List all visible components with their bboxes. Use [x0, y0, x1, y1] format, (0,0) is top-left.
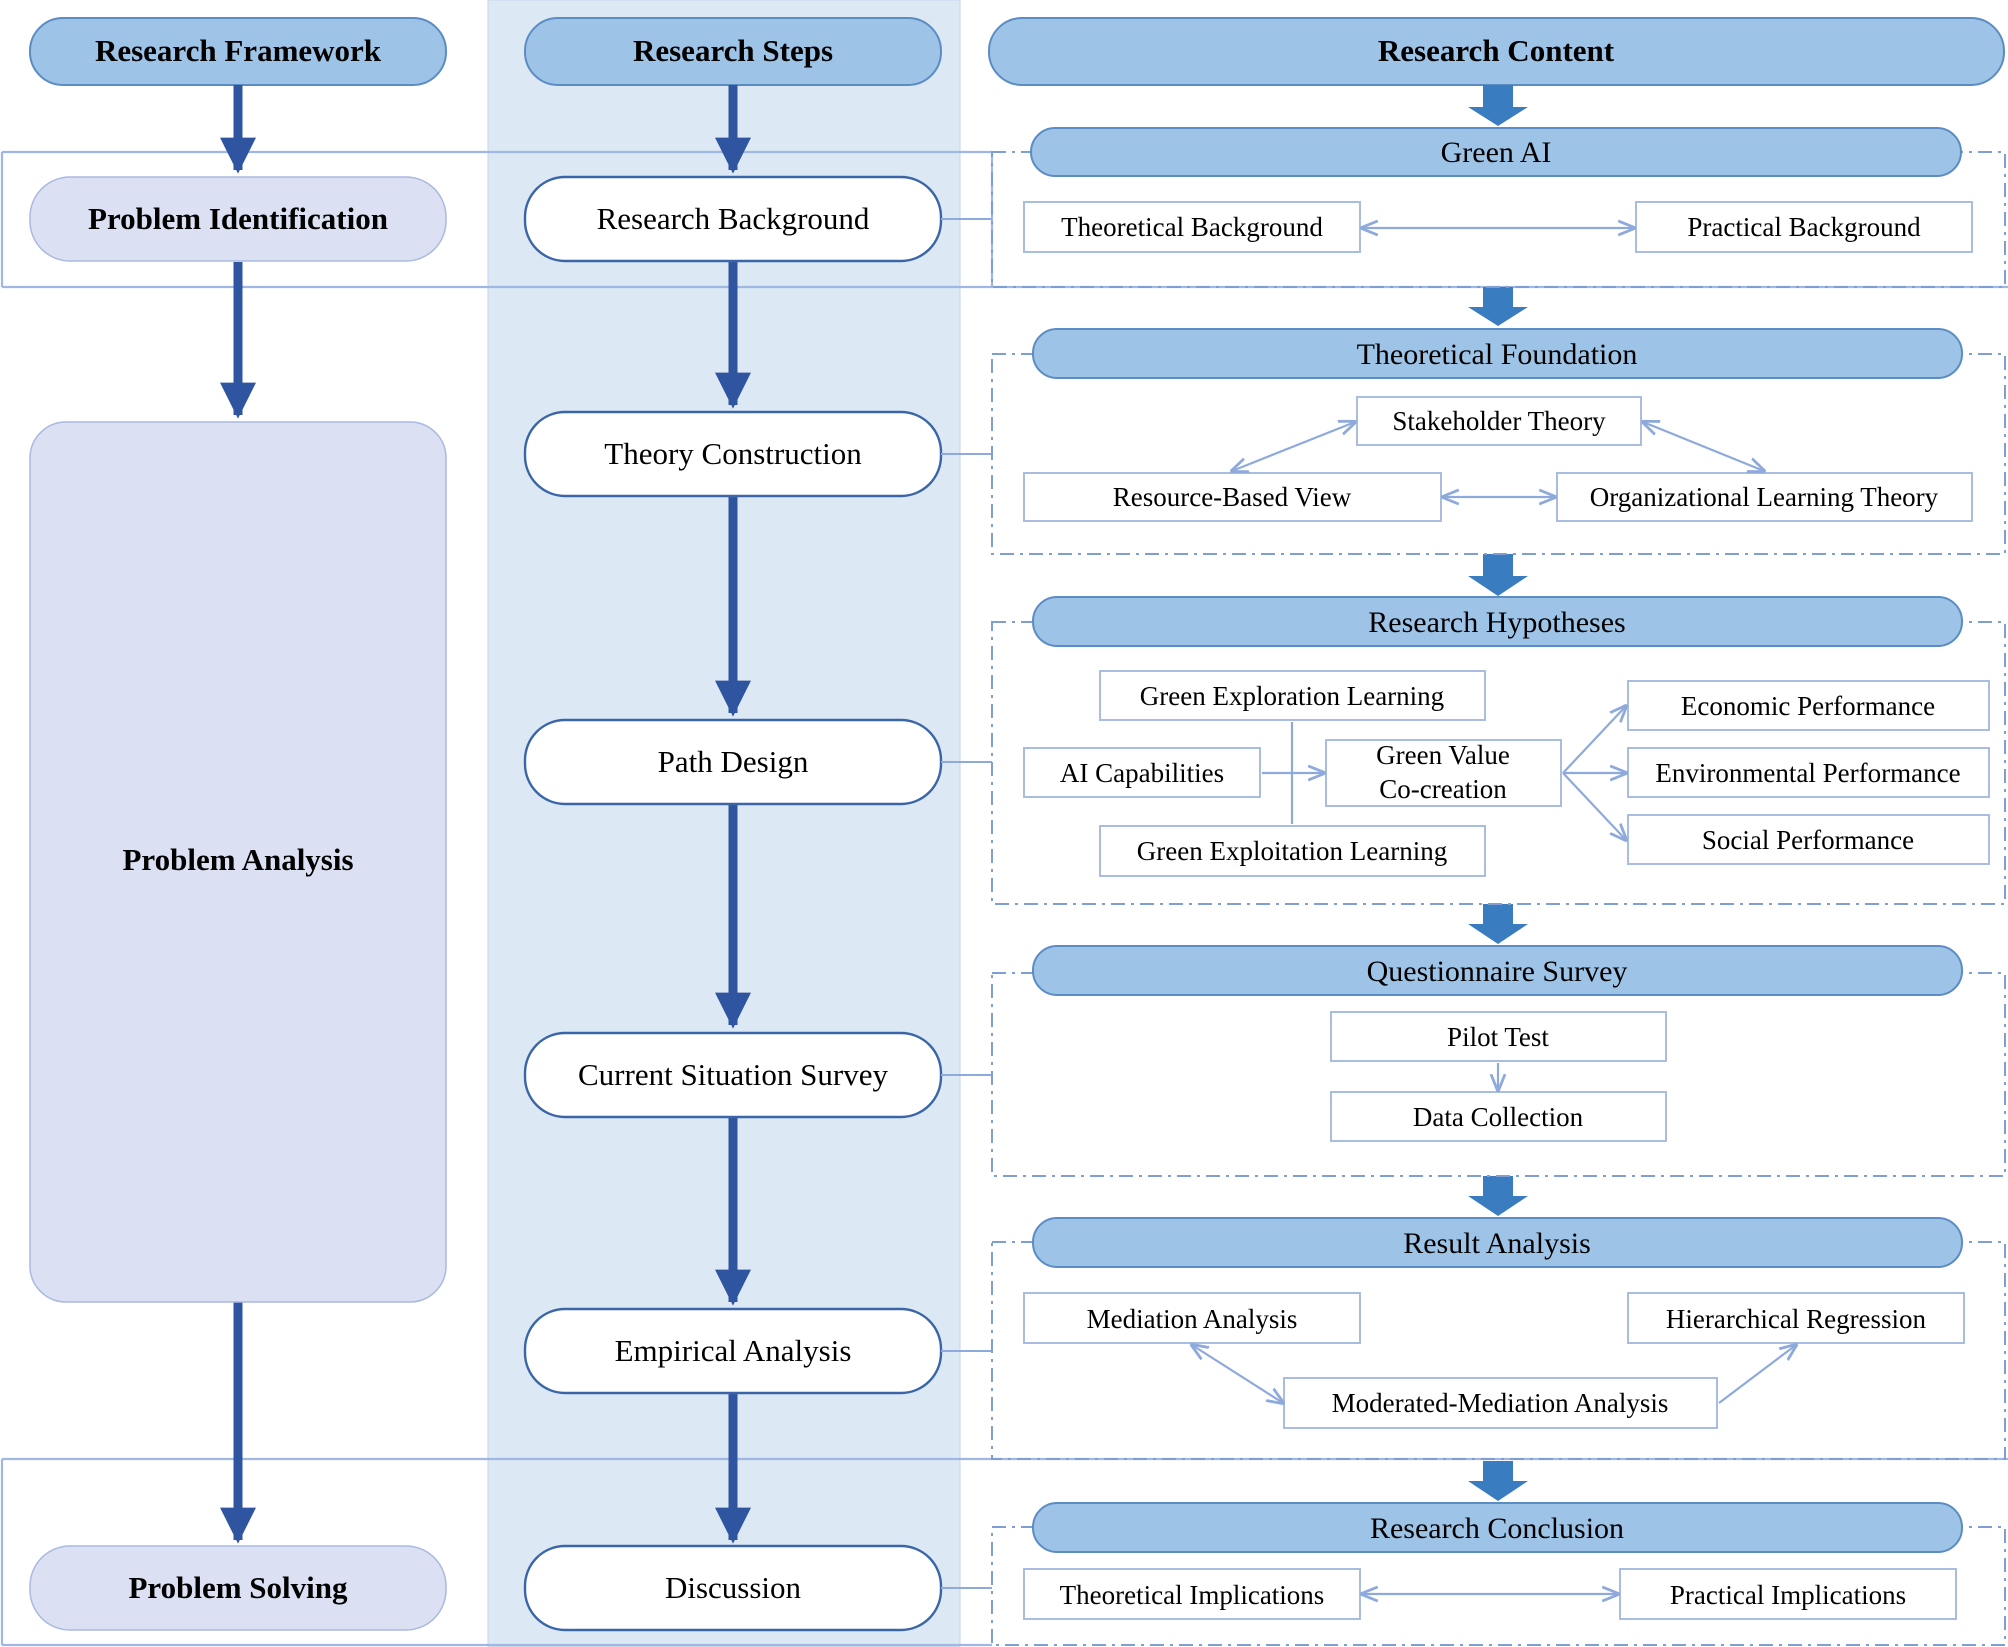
arrow-gvc-to-social	[1562, 772, 1626, 840]
problem-analysis-label: Problem Analysis	[122, 842, 353, 877]
box-label: Practical Implications	[1670, 1580, 1906, 1610]
header-research-content: Research Content	[988, 17, 2005, 86]
step-current-situation-survey: Current Situation Survey	[523, 1031, 943, 1119]
step-label: Discussion	[665, 1570, 802, 1605]
block-arrow-down-icon	[1468, 85, 1528, 126]
section-title-pill	[1032, 1502, 1963, 1553]
section-title-pill	[1032, 328, 1963, 379]
box-label: Co-creation	[1379, 774, 1507, 804]
double-arrow	[1643, 422, 1764, 471]
step-theory-construction: Theory Construction	[523, 410, 943, 498]
box-label: Organizational Learning Theory	[1590, 482, 1939, 512]
box-mediation-analysis	[1023, 1292, 1361, 1344]
step-label: Research Background	[597, 201, 870, 236]
box-theoretical-background	[1023, 201, 1361, 253]
box-label: Pilot Test	[1447, 1022, 1549, 1052]
section-research-conclusion: Research Conclusion Theoretical Implicat…	[991, 1502, 2006, 1646]
box-green-exploitation-learning	[1099, 825, 1486, 877]
section-green-ai: Green AI Theoretical Background Practica…	[991, 127, 2006, 288]
box-label: AI Capabilities	[1060, 758, 1224, 788]
block-arrow-down-icon	[1468, 287, 1528, 326]
box-label: Mediation Analysis	[1087, 1304, 1298, 1334]
section-title-pill	[1030, 127, 1962, 177]
box-label: Moderated-Mediation Analysis	[1332, 1388, 1669, 1418]
box-label: Theoretical Background	[1061, 212, 1323, 242]
step-discussion: Discussion	[523, 1544, 943, 1632]
arrow-gvc-to-economic	[1562, 706, 1626, 774]
framework-problem-analysis: Problem Analysis	[29, 421, 447, 1303]
box-label: Data Collection	[1413, 1102, 1584, 1132]
framework-problem-identification: Problem Identification	[29, 176, 447, 262]
step-label: Empirical Analysis	[615, 1333, 852, 1368]
double-arrow	[1232, 422, 1355, 471]
box-green-value-co-creation	[1325, 739, 1562, 807]
box-label: Economic Performance	[1681, 691, 1935, 721]
step-label: Path Design	[658, 744, 809, 779]
box-label: Environmental Performance	[1655, 758, 1960, 788]
box-data-collection	[1330, 1091, 1667, 1142]
section-title-pill	[1032, 1217, 1963, 1268]
box-label: Resource-Based View	[1113, 482, 1352, 512]
header-framework-label: Research Framework	[95, 33, 382, 68]
section-title: Theoretical Foundation	[1357, 338, 1638, 371]
step-label: Theory Construction	[604, 436, 862, 471]
header-content-label: Research Content	[1378, 33, 1615, 68]
box-label: Green Value	[1376, 740, 1510, 770]
box-moderated-mediation-analysis	[1283, 1377, 1718, 1429]
block-arrow-down-icon	[1468, 1461, 1528, 1501]
box-label: Hierarchical Regression	[1666, 1304, 1927, 1334]
header-research-framework: Research Framework	[29, 17, 447, 86]
step-label: Current Situation Survey	[578, 1057, 888, 1092]
box-social-performance	[1627, 814, 1990, 865]
section-questionnaire-survey: Questionnaire Survey Pilot Test Data Col…	[991, 945, 2006, 1177]
box-environmental-performance	[1627, 747, 1990, 798]
block-arrow-down-icon	[1468, 904, 1528, 944]
box-label: Stakeholder Theory	[1392, 406, 1606, 436]
framework-problem-solving: Problem Solving	[29, 1545, 447, 1631]
box-ai-capabilities	[1023, 747, 1261, 798]
section-frame	[991, 353, 2006, 555]
box-practical-background	[1635, 201, 1973, 253]
box-label: Green Exploration Learning	[1140, 681, 1444, 711]
section-title: Questionnaire Survey	[1367, 955, 1628, 988]
box-pilot-test	[1330, 1011, 1667, 1062]
box-label: Theoretical Implications	[1060, 1580, 1325, 1610]
step-research-background: Research Background	[523, 175, 943, 263]
section-title: Green AI	[1441, 136, 1552, 169]
section-result-analysis: Result Analysis Mediation Analysis Hiera…	[991, 1217, 2006, 1460]
header-research-steps: Research Steps	[524, 17, 942, 86]
content-block-arrows	[1468, 85, 1528, 1501]
header-steps-label: Research Steps	[633, 33, 833, 68]
section-theoretical-foundation: Theoretical Foundation Stakeholder Theor…	[991, 328, 2006, 555]
section-title: Research Hypotheses	[1368, 606, 1625, 639]
box-label: Social Performance	[1702, 825, 1914, 855]
problem-identification-label: Problem Identification	[88, 201, 388, 236]
box-green-exploration-learning	[1099, 670, 1486, 721]
box-economic-performance	[1627, 680, 1990, 731]
section-research-hypotheses: Research Hypotheses Green Exploration Le…	[991, 596, 2006, 905]
section-title-pill	[1032, 945, 1963, 996]
box-organizational-learning-theory	[1556, 472, 1973, 522]
arrow-moderated-to-hierarchical	[1718, 1345, 1796, 1404]
box-label: Practical Background	[1687, 212, 1921, 242]
step-empirical-analysis: Empirical Analysis	[523, 1307, 943, 1395]
step-path-design: Path Design	[523, 718, 943, 806]
box-hierarchical-regression	[1627, 1292, 1965, 1344]
double-arrow	[1192, 1345, 1283, 1403]
box-resource-based-view	[1023, 472, 1442, 522]
block-arrow-down-icon	[1468, 554, 1528, 596]
section-title: Research Conclusion	[1370, 1512, 1624, 1545]
block-arrow-down-icon	[1468, 1176, 1528, 1216]
box-label: Green Exploitation Learning	[1137, 836, 1447, 866]
box-theoretical-implications	[1023, 1568, 1361, 1620]
section-title-pill	[1032, 596, 1963, 647]
problem-solving-label: Problem Solving	[128, 1570, 348, 1605]
section-title: Result Analysis	[1403, 1227, 1591, 1260]
box-practical-implications	[1619, 1568, 1957, 1620]
